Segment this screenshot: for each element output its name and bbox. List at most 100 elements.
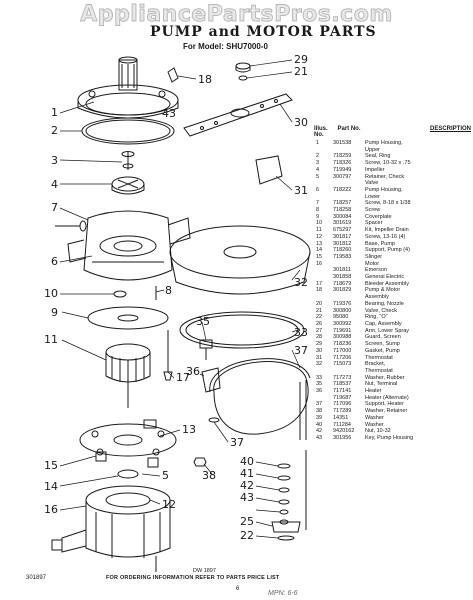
illus-cell: 1 — [316, 140, 320, 146]
illus-cell: 3 — [316, 160, 320, 167]
illus-cell: 35 — [316, 381, 323, 388]
footer-part-number: 301897 — [26, 575, 47, 581]
table-row: Thermostat — [314, 368, 471, 375]
illus-cell — [314, 395, 333, 402]
description-cell: Spacer — [365, 220, 383, 227]
pump-housing-upper — [77, 56, 179, 119]
part-cell: 675297 — [333, 227, 352, 234]
description-cell: Washer, Rubber — [365, 374, 405, 381]
part-cell: 718326 — [333, 160, 352, 167]
model-line: For Model: SHU7000-0 — [183, 42, 268, 51]
part-cell: 718236 — [333, 341, 352, 348]
part-cell: 14351 — [333, 414, 349, 421]
description-cell: Emerson — [365, 267, 388, 274]
callout-31: 35 — [196, 315, 210, 328]
coverplate — [87, 306, 169, 330]
part-cell: 718222 — [333, 186, 352, 193]
callout-32: 36 — [186, 365, 200, 378]
illus-cell: 5 — [316, 173, 320, 180]
illus-cell: 22 — [316, 314, 323, 321]
motor — [51, 485, 171, 558]
callout-3: 3 — [51, 154, 58, 167]
description-cell: Slinger — [365, 253, 383, 260]
part-cell: 301817 — [333, 233, 352, 240]
callout-18: 18 — [198, 73, 212, 86]
illus-cell: 7 — [316, 200, 320, 207]
sump-screen — [169, 225, 311, 295]
page-title: PUMP and MOTOR PARTS — [150, 24, 377, 40]
description-cell: Thermostat — [365, 354, 393, 361]
description-cell: Screw, 8-18 x 1/38 — [365, 200, 411, 207]
illus-cell: 18 — [316, 287, 323, 294]
part-cell — [333, 180, 365, 187]
callout-14: 14 — [44, 480, 58, 493]
part-cell: 711284 — [333, 421, 351, 428]
spacer — [113, 290, 127, 298]
description-cell: Pump Housing, — [365, 140, 403, 146]
part-cell: 717000 — [333, 347, 352, 354]
callout-16: 16 — [44, 503, 58, 516]
part-cell: 301619 — [333, 220, 352, 227]
screen-guard — [255, 155, 283, 185]
table-row: Lower — [314, 194, 471, 201]
description-cell: Thermostat — [365, 367, 393, 374]
part-cell: 717096 — [333, 401, 352, 408]
screw-8-18 — [55, 220, 87, 232]
pump-housing-key — [167, 67, 179, 83]
callout-1: 1 — [51, 106, 58, 119]
part-cell: 718258 — [333, 207, 352, 214]
table-row: 7 718257 Screw, 8-18 x 1/38 — [314, 200, 471, 207]
parts-table-header: Illus. No. Part No. DESCRIPTION — [314, 126, 471, 140]
seal-ring — [81, 117, 175, 145]
callout-22: 22 — [240, 529, 254, 542]
illus-cell: 27 — [316, 327, 323, 334]
part-cell: 719687 — [333, 394, 352, 401]
description-cell: Nut, 10-32 — [365, 428, 391, 435]
illus-cell: 42 — [316, 428, 323, 435]
callout-10: 10 — [44, 287, 58, 300]
callout-30: 33 — [294, 326, 308, 339]
illus-cell — [314, 147, 333, 154]
illus-cell: 9 — [316, 213, 320, 220]
callout-40: 43 — [240, 491, 254, 504]
part-cell: 718679 — [333, 280, 352, 287]
part-cell: 300992 — [333, 320, 352, 327]
callout-17: 17 — [176, 371, 190, 384]
illus-cell: 8 — [316, 207, 320, 214]
description-cell: Screen, Sump — [365, 341, 400, 348]
part-cell: 301956 — [333, 434, 352, 441]
nozzle-bearing — [238, 75, 248, 81]
callout-5: 5 — [162, 469, 169, 482]
header-part: Part No. — [337, 126, 361, 132]
description-cell: Guard, Screen — [365, 334, 401, 341]
description-cell: Cap, Assembly — [365, 320, 402, 327]
description-cell: Screw — [365, 207, 381, 214]
part-cell: 718257 — [333, 200, 352, 207]
illus-cell: 2 — [316, 153, 320, 160]
illus-cell: 33 — [316, 374, 323, 381]
callout-28: 31 — [294, 184, 308, 197]
part-cell: 717273 — [333, 374, 352, 381]
